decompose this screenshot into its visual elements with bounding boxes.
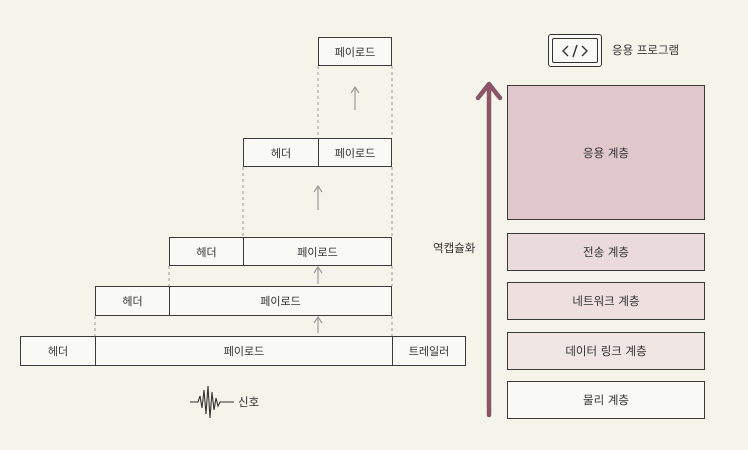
payload-box-level4: 페이로드 [169,286,392,316]
signal-label: 신호 [238,395,260,409]
header-box-level5: 헤더 [20,336,96,366]
header-box-level3: 헤더 [169,237,244,266]
decapsulation-arrow [475,81,503,418]
trailer-box-level5: 트레일러 [392,336,466,366]
signal-wave-icon [190,385,234,419]
network-layer: 네트워크 계층 [507,282,705,320]
data-link-layer: 데이터 링크 계층 [507,332,705,370]
application-layer: 응용 계층 [507,85,705,220]
physical-layer: 물리 계층 [507,381,705,419]
code-icon [548,34,602,67]
payload-box-level5: 페이로드 [95,336,393,366]
app-program-label: 응용 프로그램 [612,43,680,57]
up-arrows [313,85,360,333]
header-box-level4: 헤더 [95,286,170,316]
payload-box-level2: 페이로드 [318,138,392,167]
transport-layer: 전송 계층 [507,233,705,271]
header-box-level2: 헤더 [243,138,319,167]
payload-box-level1: 페이로드 [318,37,392,66]
payload-box-level3: 페이로드 [243,237,392,266]
decapsulation-label: 역캡슐화 [433,241,476,255]
